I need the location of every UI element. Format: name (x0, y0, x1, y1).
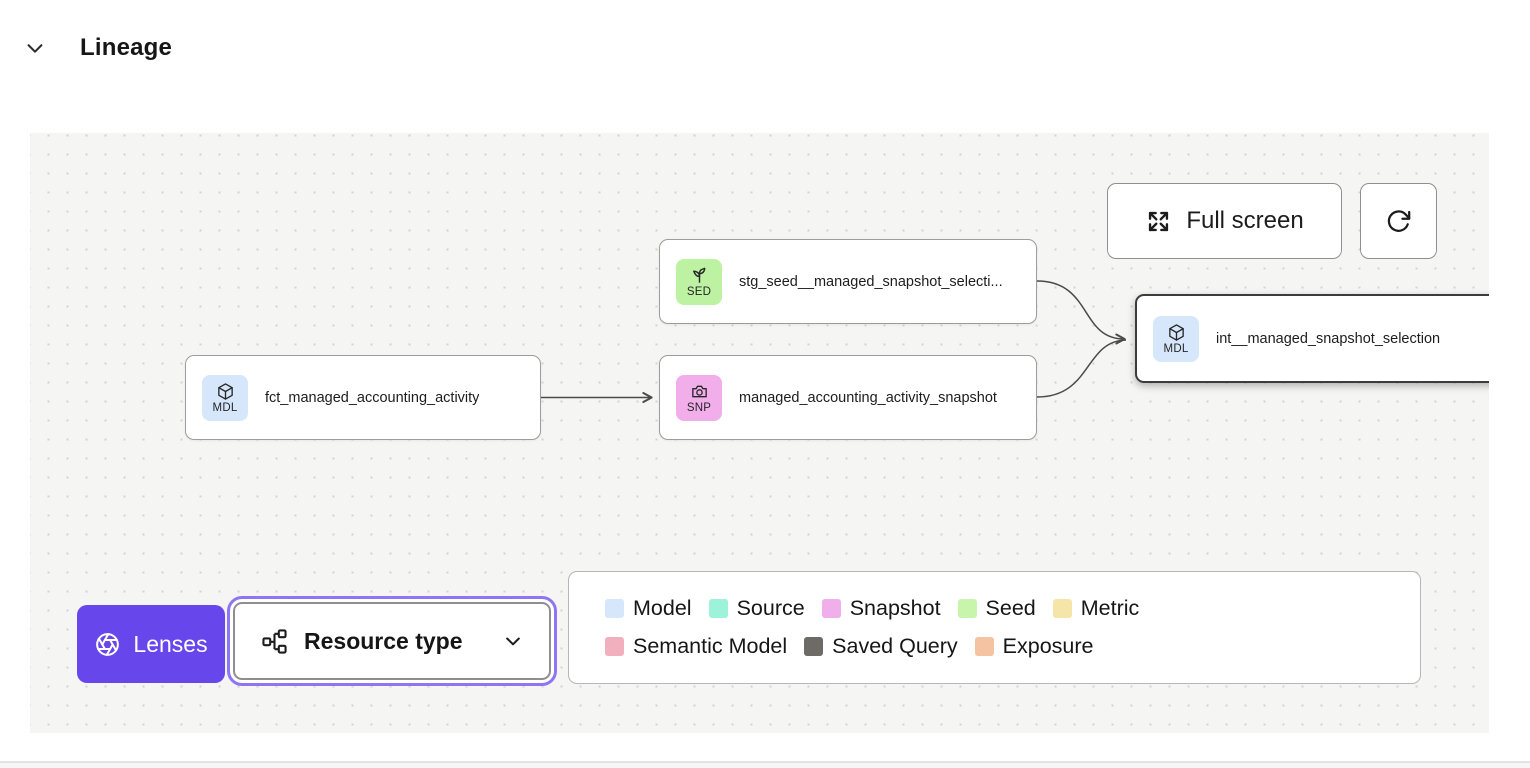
legend-item-model: Model (605, 596, 692, 621)
node-label: fct_managed_accounting_activity (265, 389, 480, 406)
legend-item-metric: Metric (1052, 596, 1139, 621)
full-screen-button[interactable]: Full screen (1107, 183, 1342, 259)
seedling-icon (690, 266, 709, 285)
exposure-color-swatch (974, 637, 994, 656)
cube-icon (216, 382, 235, 401)
seed-color-swatch (957, 599, 977, 618)
source-color-swatch (708, 599, 728, 618)
metric-color-swatch (1052, 599, 1072, 618)
node-stg-seed-managed-snapshot-selection[interactable]: SED stg_seed__managed_snapshot_selecti..… (659, 239, 1037, 324)
snapshot-badge: SNP (676, 374, 722, 421)
legend-item-snapshot: Snapshot (821, 596, 941, 621)
snapshot-badge-label: SNP (686, 401, 712, 414)
seed-badge: SED (676, 258, 722, 305)
model-color-swatch (605, 599, 624, 618)
model-badge: MDL (1153, 315, 1199, 362)
lineage-canvas[interactable]: Full screen SED (30, 133, 1489, 733)
model-badge: MDL (202, 374, 248, 421)
resource-type-label: Resource type (304, 627, 463, 654)
refresh-icon (1385, 208, 1412, 235)
seed-badge-label: SED (686, 285, 712, 298)
legend-item-semantic-model: Semantic Model (605, 634, 787, 659)
lenses-label: Lenses (133, 630, 208, 657)
legend-item-seed: Seed (957, 596, 1036, 621)
aperture-icon (94, 631, 121, 658)
node-managed-accounting-activity-snapshot[interactable]: SNP managed_accounting_activity_snapshot (659, 355, 1037, 440)
legend-item-saved-query: Saved Query (804, 634, 958, 659)
snapshot-color-swatch (821, 599, 841, 618)
cube-icon (1167, 323, 1186, 342)
semantic-model-color-swatch (605, 637, 624, 656)
collapse-chevron-icon[interactable] (24, 37, 46, 59)
lineage-section-header: Lineage (24, 34, 172, 62)
model-badge-label: MDL (1163, 342, 1189, 355)
lenses-button[interactable]: Lenses (77, 605, 225, 683)
saved-query-color-swatch (804, 637, 824, 656)
node-int-managed-snapshot-selection[interactable]: MDL int__managed_snapshot_selection (1135, 294, 1489, 383)
model-badge-label: MDL (212, 401, 238, 414)
full-screen-label: Full screen (1186, 207, 1304, 234)
chevron-down-icon (503, 631, 523, 651)
expand-arrows-icon (1145, 208, 1172, 235)
legend-item-source: Source (708, 596, 805, 621)
resource-type-dropdown[interactable]: Resource type (227, 596, 557, 686)
resource-type-legend: Model Source Snapshot Seed Metric (568, 571, 1421, 684)
node-label: int__managed_snapshot_selection (1216, 330, 1441, 347)
node-label: stg_seed__managed_snapshot_selecti... (739, 273, 1003, 290)
legend-row-2: Semantic Model Saved Query Exposure (605, 634, 1384, 659)
bottom-divider (0, 761, 1530, 763)
bottom-strip (0, 762, 1530, 768)
legend-row-1: Model Source Snapshot Seed Metric (605, 596, 1384, 621)
node-fct-managed-accounting-activity[interactable]: MDL fct_managed_accounting_activity (185, 355, 541, 440)
resource-type-dropdown-inner: Resource type (233, 602, 551, 680)
refresh-button[interactable] (1360, 183, 1437, 259)
legend-item-exposure: Exposure (974, 634, 1093, 659)
hierarchy-icon (261, 628, 288, 655)
node-label: managed_accounting_activity_snapshot (739, 389, 997, 406)
page-title: Lineage (80, 34, 173, 61)
camera-icon (690, 382, 709, 401)
